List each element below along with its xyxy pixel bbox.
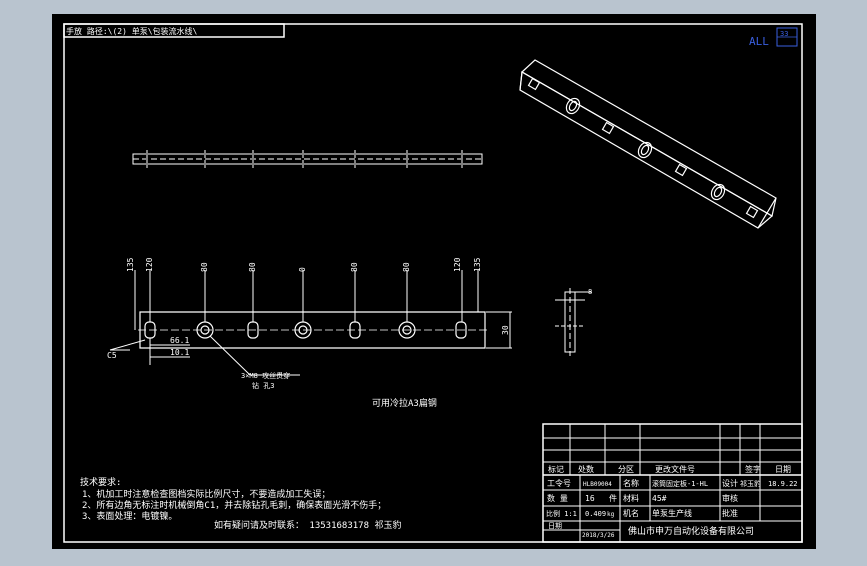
tb-header: 标记 [548,464,564,474]
tb-label: 材料 [623,493,639,503]
tb-header: 更改文件号 [655,464,695,474]
tb-label: 数 量 [547,493,568,503]
title-path-box: 手放 路径:\(2) 单泵\包装流水线\ [63,23,285,38]
dim-label: 135 [126,257,135,272]
iso-part-view [519,59,777,229]
title-path-text: 手放 路径:\(2) 单泵\包装流水线\ [66,26,198,36]
dim-label: 120 [453,257,462,272]
tech-heading: 技术要求: [80,476,121,488]
dimension-leaders [109,270,512,376]
sheet-frame [63,23,803,543]
dim-66: 66.1 [170,336,189,345]
tb-value: HLB09004 [583,481,612,488]
dim-height: 30 [501,325,510,335]
top-dimension-labels: 135 120 80 80 0 80 80 120 135 [126,257,482,272]
tb-header: 日期 [775,465,791,474]
side-view [555,288,592,356]
tb-label: 设计 [722,478,738,488]
sheet-background [52,14,816,549]
dim-chamfer: C5 [107,351,117,360]
contact-note: 如有疑问请及时联系： 13531683178 祁玉豹 [214,519,401,531]
thread-note-2: 钻 孔3 [252,381,274,390]
top-view [132,150,483,168]
tech-line: 2、所有边角无标注时机械倒角C1，并去除钻孔毛刺，确保表面光滑不伤手； [82,499,386,511]
view-label[interactable]: ALL [749,35,769,48]
tech-line: 3、表面处理：电镀镍。 [82,510,177,522]
tb-part-name: 滚筒固定板-1-HL [652,479,708,488]
tb-header: 处数 [578,464,594,474]
dim-label: 0 [298,267,307,272]
tb-company: 佛山市申万自动化设备有限公司 [628,525,754,537]
tb-date: 18.9.22 [768,480,798,488]
title-block [542,423,803,543]
view-cube-icon[interactable]: 33 [776,27,798,47]
tech-requirements: 技术要求: 1、机加工时注意检查图档实际比例尺寸，不要造成加工失误； 2、所有边… [80,476,401,531]
tb-label: 批准 [722,508,738,518]
tb-label: 日期 [548,522,562,530]
tb-date-value: 2018/3/26 [582,532,615,539]
tb-header: 分区 [618,465,634,474]
dim-label: 135 [473,257,482,272]
dim-label: 80 [248,262,257,272]
tb-unit: kg [607,511,615,518]
tb-label: 工令号 [547,478,571,488]
tb-unit: 件 [609,493,617,503]
side-dim-8: 8 [588,288,592,296]
material-note: 可用冷拉A3扁钢 [372,397,437,409]
dim-label: 80 [350,262,359,272]
thread-note: 3×M8 攻丝贯穿 [241,371,290,380]
tb-header: 签字 [745,464,761,474]
tech-line: 1、机加工时注意检查图档实际比例尺寸，不要造成加工失误； [82,488,330,500]
tb-label: 名称 [623,478,639,488]
view-badge: 33 [780,30,788,38]
tb-machine: 单泵生产线 [652,508,692,518]
tb-label: 审核 [722,493,738,503]
tb-designer: 祁玉豹 [740,479,761,488]
dim-label: 80 [200,262,209,272]
tb-material: 45# [652,494,667,503]
tb-value: 16 [585,494,595,503]
tb-value: 0.409 [585,510,606,518]
title-block-text: 标记 处数 分区 更改文件号 签字 日期 工令号 HLB09004 名称 滚筒固… [546,464,798,539]
dim-label: 120 [145,257,154,272]
dim-10: 10.1 [170,348,189,357]
dim-label: 80 [402,262,411,272]
tb-label: 机名 [623,508,639,518]
tb-label: 比例 1:1 [546,509,577,518]
